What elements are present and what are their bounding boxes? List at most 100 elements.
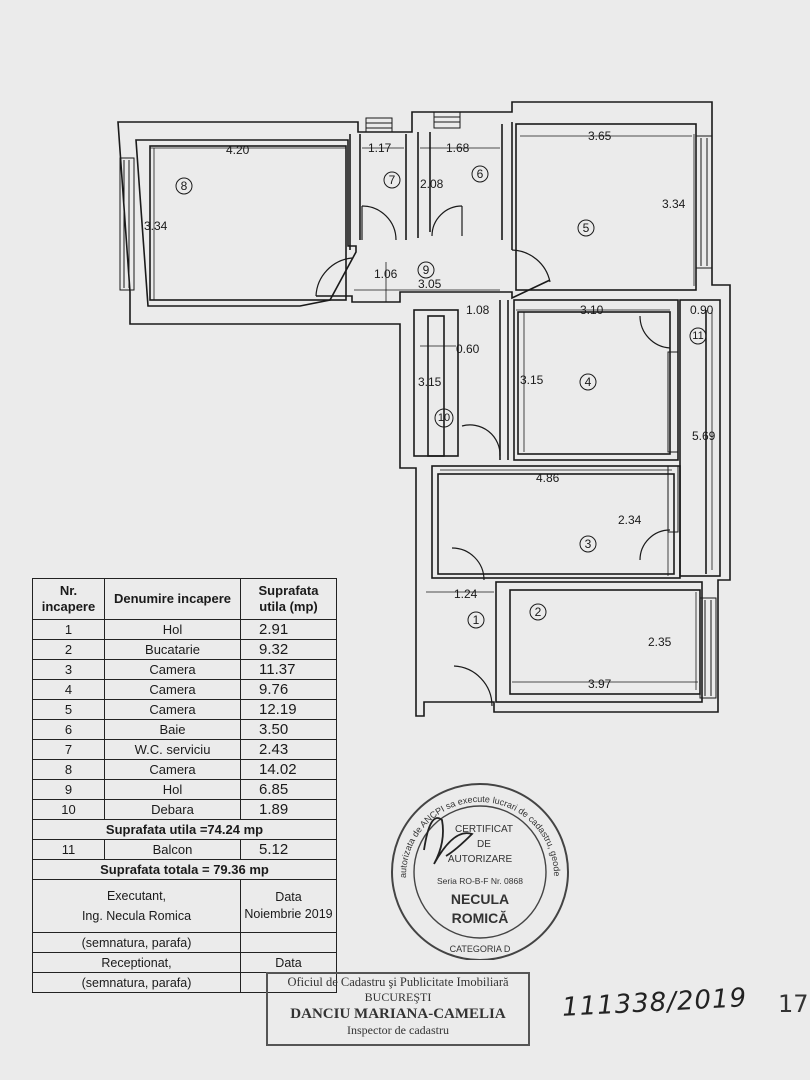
dim-label: 1.08 [466,303,490,317]
row-nr: 11 [32,839,105,860]
dim-label: 4.20 [226,143,250,157]
dim-label: 1.06 [374,267,398,281]
dim-label: 3.15 [418,375,442,389]
row-nr: 3 [32,659,105,680]
dim-label: 0.90 [690,303,714,317]
signature-label: (semnatura, parafa) [32,932,241,953]
dim-label: 1.24 [454,587,478,601]
window [119,111,717,699]
room-10-inner [427,315,445,457]
room-marker: 9 [423,263,430,277]
dim-label: 2.34 [618,513,642,527]
room-marker: 6 [477,167,484,181]
row-name: Debara [104,799,241,820]
room-marker: 5 [583,221,590,235]
dim-label: 0.60 [456,342,480,356]
room-marker: 11 [692,330,703,342]
office-line1: Oficiul de Cadastru şi Publicitate Imobi… [287,975,509,989]
row-name: Bucatarie [104,639,241,660]
row-nr: 8 [32,759,105,780]
row-area: 14.02 [240,759,337,780]
dim-label: 2.35 [648,635,672,649]
outer-wall [117,101,731,717]
stamp-line2: DE [477,839,491,850]
room-8-outline [149,145,347,301]
room-3-outline [431,465,681,579]
stamp-name1: NECULA [451,891,509,907]
room-11-outline [679,299,721,577]
row-area: 3.50 [240,719,337,740]
usable-total: Suprafata utila =74.24 mp [32,819,337,840]
row-name: Camera [104,679,241,700]
grand-total: Suprafata totala = 79.36 mp [32,859,337,880]
dim-label: 1.68 [446,141,470,155]
inner-outline [135,139,357,307]
room-4-inner [517,311,671,455]
office-line2: BUCUREŞTI [364,990,432,1004]
receiver-date: Data [240,952,337,973]
row-area: 12.19 [240,699,337,720]
room-marker: 2 [535,605,542,619]
row-name: Camera [104,659,241,680]
room-3-inner [437,473,675,575]
office-line4: Inspector de cadastru [347,1023,449,1037]
dim-label: 2.08 [420,177,444,191]
row-name: Balcon [104,839,241,860]
executant-cell: Executant, Ing. Necula Romica [32,879,241,933]
dim-label: 4.86 [536,471,560,485]
dim-label: 3.97 [588,677,612,691]
room-marker: 3 [585,537,592,551]
row-nr: 6 [32,719,105,740]
row-name: Camera [104,759,241,780]
row-name: Hol [104,779,241,800]
dimension-line [150,134,713,690]
executant-label: Executant, [106,889,167,903]
stamp-line1: CERTIFICAT [455,824,513,835]
row-area: 2.43 [240,739,337,760]
row-area: 9.76 [240,679,337,700]
room-marker: 8 [181,179,188,193]
date-cell: Data Noiembrie 2019 [240,879,337,933]
row-name: W.C. serviciu [104,739,241,760]
stamp-name2: ROMICĂ [452,910,509,926]
header-nr: Nr. incapere [32,578,105,620]
executant-name: Ing. Necula Romica [81,909,192,923]
room-marker: 4 [585,375,592,389]
row-name: Baie [104,719,241,740]
row-nr: 9 [32,779,105,800]
dim-label: 3.65 [588,129,612,143]
stamp-line3: AUTORIZARE [448,854,513,865]
hall-outline [316,279,551,303]
page-number: 17 [778,990,809,1018]
dim-label: 3.10 [580,303,604,317]
row-name: Camera [104,699,241,720]
door-swing [315,205,671,707]
areas-table: Nr. incapere Denumire incapere Suprafata… [32,578,337,993]
room-marker: 7 [389,173,396,187]
dim-label: 3.34 [662,197,686,211]
row-area: 2.91 [240,619,337,640]
office-line3: DANCIU MARIANA-CAMELIA [290,1006,506,1022]
row-nr: 5 [32,699,105,720]
receiver-signature: (semnatura, parafa) [32,972,241,993]
room-marker: 10 [438,412,450,424]
row-area: 6.85 [240,779,337,800]
authorization-stamp: Persoana fizica autorizata de ANCPI sa e… [384,780,569,960]
row-area: 9.32 [240,639,337,660]
dim-label: 3.34 [144,219,168,233]
room-2-outline [495,581,703,703]
room-marker: 1 [473,613,480,627]
receiver-label: Receptionat, [32,952,241,973]
row-name: Hol [104,619,241,640]
row-nr: 4 [32,679,105,700]
row-nr: 1 [32,619,105,640]
